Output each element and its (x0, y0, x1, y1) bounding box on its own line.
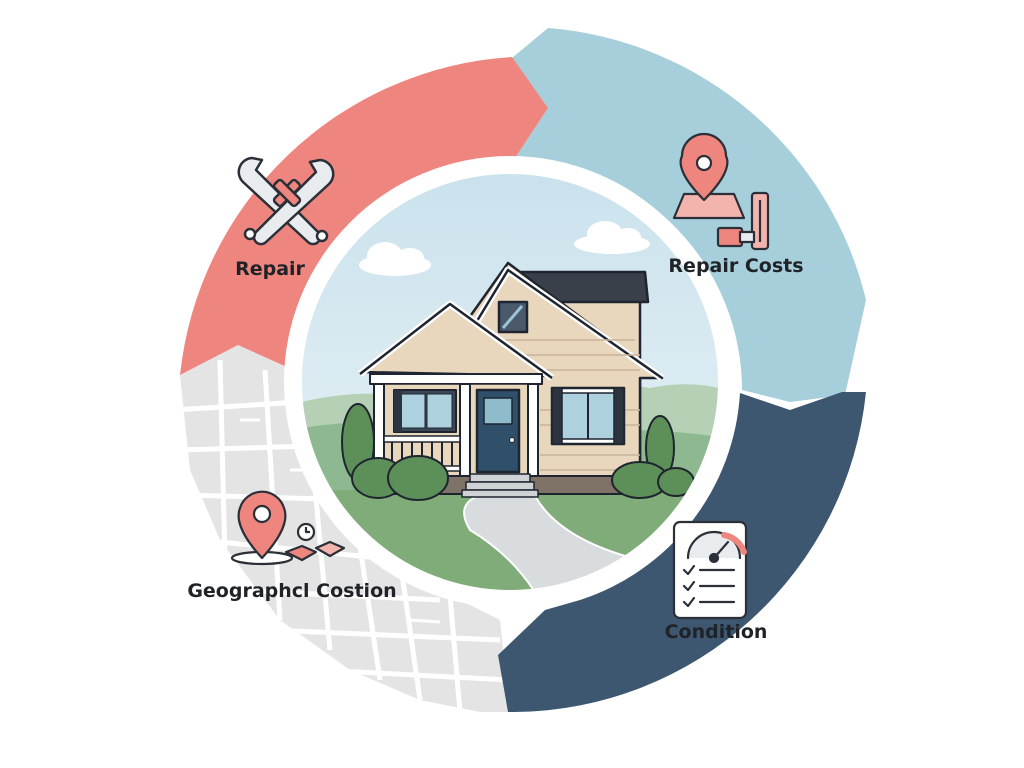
label-geographic-location: Geographcl Costion (187, 580, 396, 602)
map-pin-location-icon (230, 490, 346, 566)
map-pin-cost-icon (672, 132, 770, 251)
shrubs (341, 403, 695, 501)
cloud-icon (359, 242, 431, 276)
cloud-icon (574, 221, 650, 254)
label-repair: Repair (235, 258, 305, 280)
checklist-gauge-icon (672, 520, 748, 620)
label-condition: Condition (665, 621, 768, 643)
label-repair-costs: Repair Costs (668, 255, 803, 277)
wrench-screwdriver-icon (237, 156, 335, 246)
